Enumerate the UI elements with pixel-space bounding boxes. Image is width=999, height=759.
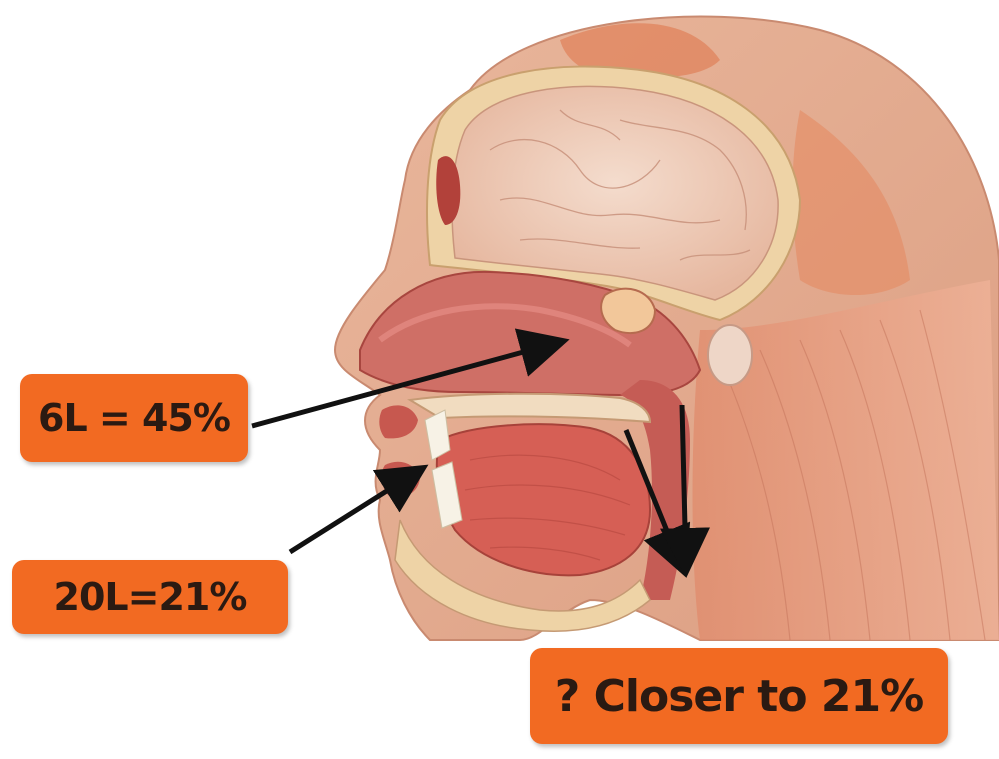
ear xyxy=(708,325,752,385)
throat-label: ? Closer to 21% xyxy=(530,648,948,744)
sphenoid-sinus xyxy=(601,289,655,333)
throat-text: ? Closer to 21% xyxy=(555,671,923,722)
mouth-breathing-text: 20L=21% xyxy=(54,575,247,619)
mouth-breathing-label: 20L=21% xyxy=(12,560,288,634)
nasal-breathing-label: 6L = 45% xyxy=(20,374,248,462)
nasal-breathing-text: 6L = 45% xyxy=(38,396,230,440)
